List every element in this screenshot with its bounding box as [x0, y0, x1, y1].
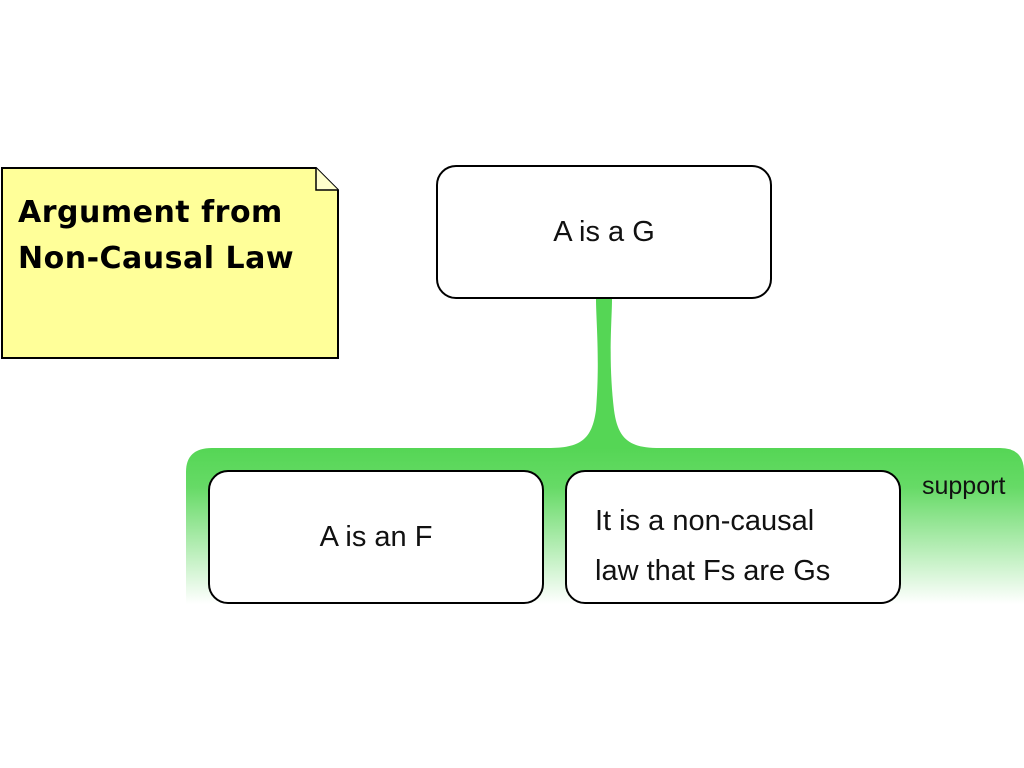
premise-box[interactable]: A is an F [208, 470, 544, 604]
note-title-line2: Non-Causal Law [18, 241, 295, 276]
note-title: Argument from Non-Causal Law [18, 190, 318, 282]
premise-text: It is a non-causal law that Fs are Gs [567, 472, 830, 588]
claim-text: A is a G [553, 215, 655, 248]
support-label: support [922, 472, 1006, 500]
note-title-line1: Argument from [18, 195, 283, 230]
claim-box[interactable]: A is a G [436, 165, 772, 299]
premise-box[interactable]: It is a non-causal law that Fs are Gs [565, 470, 901, 604]
premise-text-line2: law that Fs are Gs [595, 555, 831, 587]
premise-text-line1: It is a non-causal [595, 505, 815, 537]
premise-text: A is an F [319, 520, 433, 553]
note-shape [1, 167, 339, 359]
support-connector [548, 299, 660, 448]
